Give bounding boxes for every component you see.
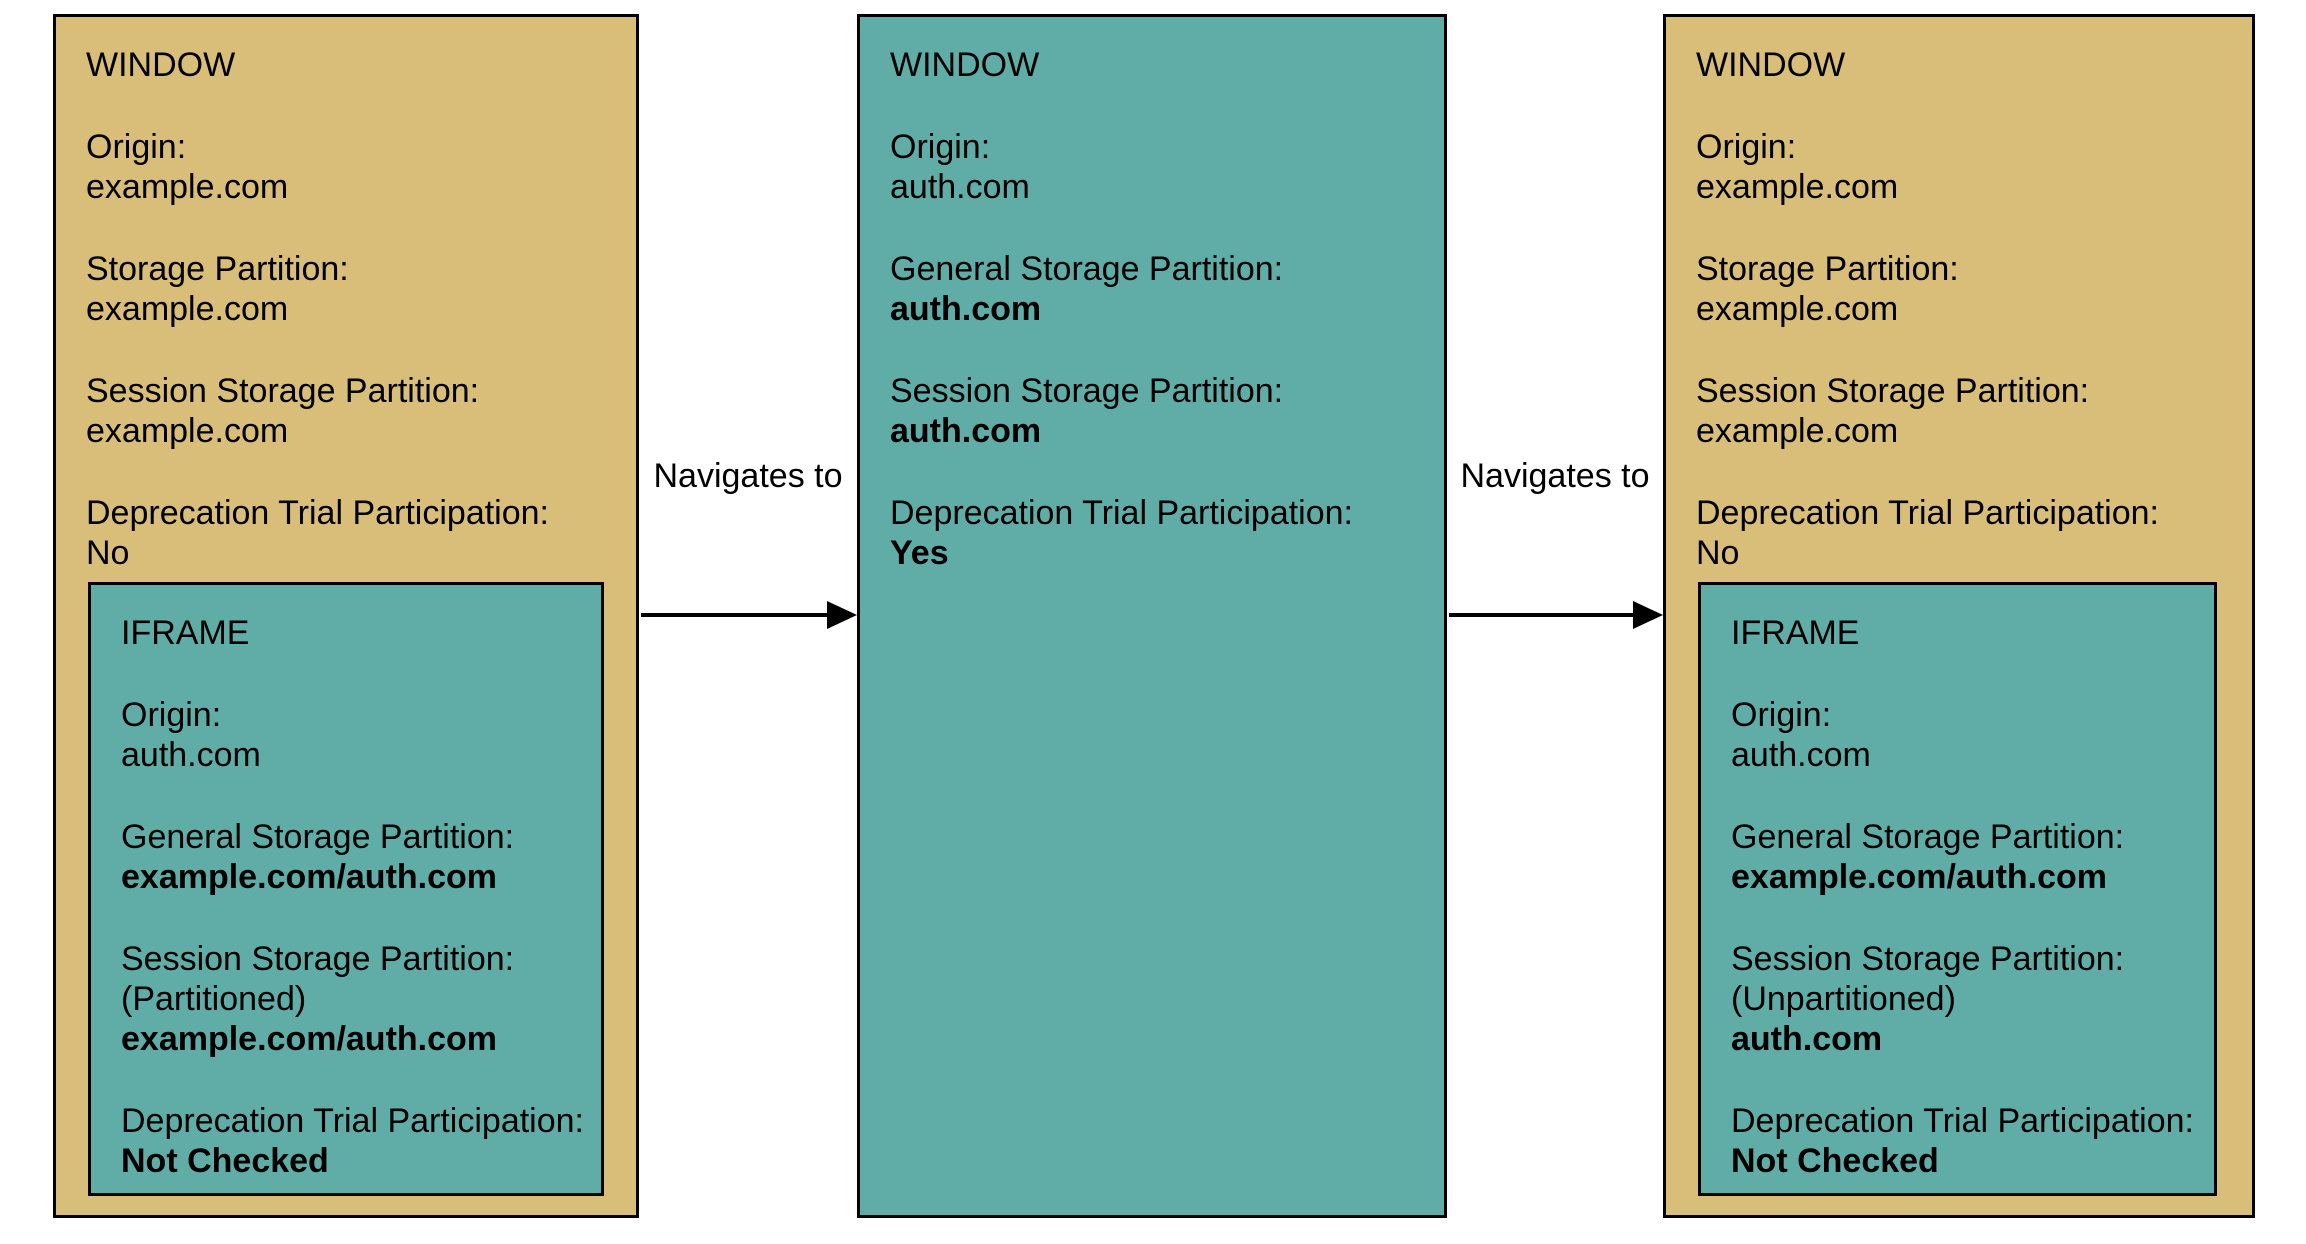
field-value: No <box>86 534 130 572</box>
field-label: Origin: <box>1696 128 1797 166</box>
field-label: Session Storage Partition: <box>86 372 480 410</box>
field-label: Deprecation Trial Participation: <box>1731 1102 2195 1140</box>
field-label: Origin: <box>890 128 991 166</box>
field-label: Storage Partition: <box>1696 250 1959 288</box>
window-right-content: WINDOW Origin: example.com Storage Parti… <box>1666 17 2252 625</box>
window-right-title: WINDOW <box>1696 46 1846 84</box>
field-value: example.com <box>86 290 289 328</box>
field-value: example.com/auth.com <box>121 1020 498 1058</box>
field-value: auth.com <box>890 290 1042 328</box>
field-group: Session Storage Partition: (Partitioned)… <box>121 939 571 1059</box>
field-label: Origin: <box>86 128 187 166</box>
field-value: Not Checked <box>1731 1142 1939 1180</box>
field-group: Origin: example.com <box>86 127 606 207</box>
field-group: Storage Partition: example.com <box>1696 249 2222 329</box>
field-value: auth.com <box>121 736 261 774</box>
field-label: General Storage Partition: <box>890 250 1284 288</box>
window-box-middle: WINDOW Origin: auth.com General Storage … <box>857 14 1447 1218</box>
field-value: auth.com <box>890 168 1030 206</box>
iframe-left-title: IFRAME <box>121 614 250 652</box>
field-label: Deprecation Trial Participation: <box>121 1102 585 1140</box>
field-value: Not Checked <box>121 1142 329 1180</box>
field-label: Storage Partition: <box>86 250 349 288</box>
window-middle-content: WINDOW Origin: auth.com General Storage … <box>860 17 1444 625</box>
field-value: example.com/auth.com <box>121 858 498 896</box>
field-group: Origin: auth.com <box>890 127 1414 207</box>
field-value: auth.com <box>1731 1020 1883 1058</box>
field-value: example.com/auth.com <box>1731 858 2108 896</box>
field-value: example.com <box>86 168 289 206</box>
field-group: Origin: auth.com <box>121 695 571 775</box>
window-left-title: WINDOW <box>86 46 236 84</box>
iframe-right-title: IFRAME <box>1731 614 1860 652</box>
field-value: example.com <box>1696 290 1899 328</box>
field-value: Yes <box>890 534 949 572</box>
field-label: Deprecation Trial Participation: <box>1696 494 2160 532</box>
field-label: Session Storage Partition: <box>1731 940 2125 978</box>
window-box-right: WINDOW Origin: example.com Storage Parti… <box>1663 14 2255 1218</box>
arrow-right-icon <box>1633 601 1663 629</box>
field-label: Session Storage Partition: <box>1696 372 2090 410</box>
arrow-1-line <box>641 613 831 617</box>
field-value: auth.com <box>890 412 1042 450</box>
field-group: General Storage Partition: example.com/a… <box>121 817 571 897</box>
field-label: Deprecation Trial Participation: <box>86 494 550 532</box>
window-box-left: WINDOW Origin: example.com Storage Parti… <box>53 14 639 1218</box>
window-middle-title: WINDOW <box>890 46 1040 84</box>
field-label: Origin: <box>1731 696 1832 734</box>
field-group: Deprecation Trial Participation: No <box>86 493 606 573</box>
iframe-right-content: IFRAME Origin: auth.com General Storage … <box>1701 585 2214 1233</box>
field-value: example.com <box>86 412 289 450</box>
field-label: General Storage Partition: <box>121 818 515 856</box>
field-value: example.com <box>1696 412 1899 450</box>
field-label: Session Storage Partition: <box>890 372 1284 410</box>
window-left-content: WINDOW Origin: example.com Storage Parti… <box>56 17 636 625</box>
iframe-box-left: IFRAME Origin: auth.com General Storage … <box>88 582 604 1196</box>
field-group: Session Storage Partition: (Unpartitione… <box>1731 939 2184 1059</box>
arrow-2-label: Navigates to <box>1460 457 1650 495</box>
iframe-box-right: IFRAME Origin: auth.com General Storage … <box>1698 582 2217 1196</box>
field-group: General Storage Partition: auth.com <box>890 249 1414 329</box>
arrow-2-line <box>1449 613 1637 617</box>
field-label: General Storage Partition: <box>1731 818 2125 856</box>
field-group: Deprecation Trial Participation: No <box>1696 493 2222 573</box>
field-label: Session Storage Partition: <box>121 940 515 978</box>
field-group: Deprecation Trial Participation: Yes <box>890 493 1414 573</box>
field-group: Session Storage Partition: example.com <box>86 371 606 451</box>
field-value: example.com <box>1696 168 1899 206</box>
field-group: Storage Partition: example.com <box>86 249 606 329</box>
field-group: Session Storage Partition: auth.com <box>890 371 1414 451</box>
field-note: (Unpartitioned) <box>1731 980 1956 1018</box>
field-group: Origin: example.com <box>1696 127 2222 207</box>
field-group: Session Storage Partition: example.com <box>1696 371 2222 451</box>
field-label: Origin: <box>121 696 222 734</box>
field-value: auth.com <box>1731 736 1871 774</box>
field-group: General Storage Partition: example.com/a… <box>1731 817 2184 897</box>
arrow-right-icon <box>827 601 857 629</box>
field-value: No <box>1696 534 1740 572</box>
field-group: Deprecation Trial Participation: Not Che… <box>121 1101 585 1181</box>
field-label: Deprecation Trial Participation: <box>890 494 1354 532</box>
field-group: Deprecation Trial Participation: Not Che… <box>1731 1101 2195 1181</box>
field-note: (Partitioned) <box>121 980 307 1018</box>
iframe-left-content: IFRAME Origin: auth.com General Storage … <box>91 585 601 1233</box>
arrow-1-label: Navigates to <box>653 457 843 495</box>
field-group: Origin: auth.com <box>1731 695 2184 775</box>
